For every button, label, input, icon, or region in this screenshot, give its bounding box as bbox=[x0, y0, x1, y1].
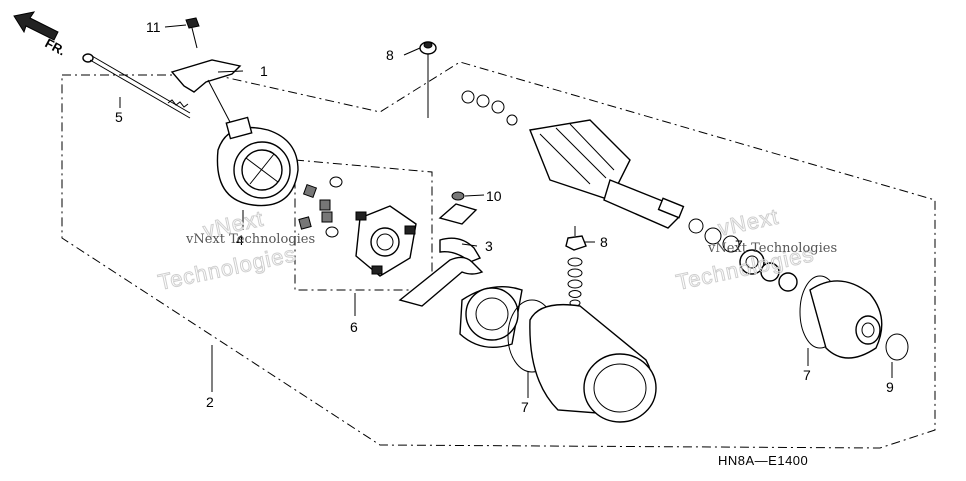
yoke-housing bbox=[529, 303, 657, 423]
watermark-text-right: vNext Technologies bbox=[707, 241, 837, 256]
callout-2: 2 bbox=[206, 394, 214, 410]
screw bbox=[185, 17, 200, 49]
brush-plate bbox=[398, 191, 484, 307]
terminal-nut-and-washers bbox=[565, 235, 587, 307]
front-washers-and-bearing bbox=[688, 218, 798, 292]
callout-7-right: 7 bbox=[803, 367, 811, 383]
nut-top bbox=[419, 41, 437, 55]
brush-holder-assembly bbox=[298, 176, 417, 277]
callout-11: 11 bbox=[146, 19, 161, 35]
assembly-boundary bbox=[61, 61, 936, 449]
callout-9: 9 bbox=[886, 379, 894, 395]
callout-7-left: 7 bbox=[521, 399, 529, 415]
armature bbox=[461, 90, 685, 229]
watermark-technologies-left: Technologies bbox=[156, 241, 299, 295]
callout-3: 3 bbox=[485, 238, 493, 254]
drive-end-cover bbox=[809, 280, 883, 359]
direction-label: FR. bbox=[43, 35, 69, 58]
callout-7-center: 7 bbox=[735, 237, 743, 253]
brush-clip bbox=[170, 59, 242, 123]
watermark-text-left: vNext Technologies bbox=[185, 232, 315, 247]
callout-6: 6 bbox=[350, 319, 358, 335]
callout-5: 5 bbox=[115, 109, 123, 125]
front-direction-arrow-icon bbox=[13, 11, 59, 41]
callout-1: 1 bbox=[260, 63, 268, 79]
leader-lines bbox=[119, 24, 893, 398]
diagram-code: HN8A—E1400 bbox=[718, 453, 808, 468]
through-bolt bbox=[82, 53, 191, 119]
commutator-end-cover bbox=[459, 285, 523, 348]
callout-10: 10 bbox=[486, 188, 502, 204]
callout-8-top: 8 bbox=[386, 47, 394, 63]
callout-4: 4 bbox=[236, 232, 244, 248]
watermark-vnext-right: vNext bbox=[716, 204, 781, 241]
rear-cover bbox=[216, 116, 299, 207]
circlip bbox=[885, 333, 909, 361]
callout-8-middle: 8 bbox=[600, 234, 608, 250]
